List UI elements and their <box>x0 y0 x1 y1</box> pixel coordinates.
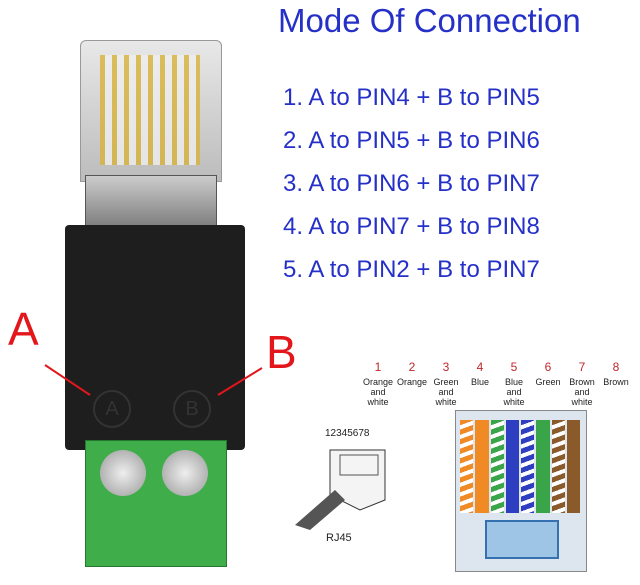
mode-item: 4. A to PIN7 + B to PIN8 <box>283 213 540 240</box>
arrow-b-icon <box>217 367 263 396</box>
pin-number: 8 <box>612 360 620 374</box>
mode-item: 1. A to PIN4 + B to PIN5 <box>283 84 540 111</box>
wire <box>551 420 565 513</box>
pin-number: 4 <box>476 360 484 374</box>
rj45-label: RJ45 <box>326 532 352 544</box>
plug-contacts <box>100 55 200 165</box>
wire <box>536 420 550 513</box>
pin-color-label: Orange and white <box>362 377 394 407</box>
page-title: Mode Of Connection <box>278 2 581 39</box>
pin-color-label: Brown <box>603 377 629 387</box>
terminal-b-letter: B <box>266 326 297 378</box>
wire-stack <box>460 420 580 513</box>
screw-b-icon <box>162 450 208 496</box>
arrow-a-icon <box>44 364 91 396</box>
pin-number: 1 <box>374 360 382 374</box>
wire <box>490 420 504 513</box>
wire <box>505 420 519 513</box>
pin-number: 5 <box>510 360 518 374</box>
wire <box>460 420 474 513</box>
connector-window <box>485 520 559 559</box>
pin-number: 7 <box>578 360 586 374</box>
wire <box>566 420 580 513</box>
mode-item: 3. A to PIN6 + B to PIN7 <box>283 170 540 197</box>
terminal-a-letter: A <box>8 303 39 355</box>
pin-color-label: Brown and white <box>569 377 595 407</box>
pin-color-label: Green and white <box>433 377 459 407</box>
pin-number: 3 <box>442 360 450 374</box>
pin-number: 6 <box>544 360 552 374</box>
mode-item: 5. A to PIN2 + B to PIN7 <box>283 256 540 283</box>
label-a-circle: A <box>93 390 131 428</box>
pin-color-label: Green <box>535 377 561 387</box>
wire <box>475 420 489 513</box>
mode-item: 2. A to PIN5 + B to PIN6 <box>283 127 540 154</box>
rj45-pin-order: 12345678 <box>325 428 370 439</box>
screw-a-icon <box>100 450 146 496</box>
pin-color-label: Orange <box>396 377 428 387</box>
label-b-circle: B <box>173 390 211 428</box>
wire <box>521 420 535 513</box>
pin-color-label: Blue <box>470 377 489 387</box>
rj45-sketch-icon <box>295 449 386 530</box>
pin-number: 2 <box>408 360 416 374</box>
pin-color-label: Blue and white <box>503 377 525 407</box>
